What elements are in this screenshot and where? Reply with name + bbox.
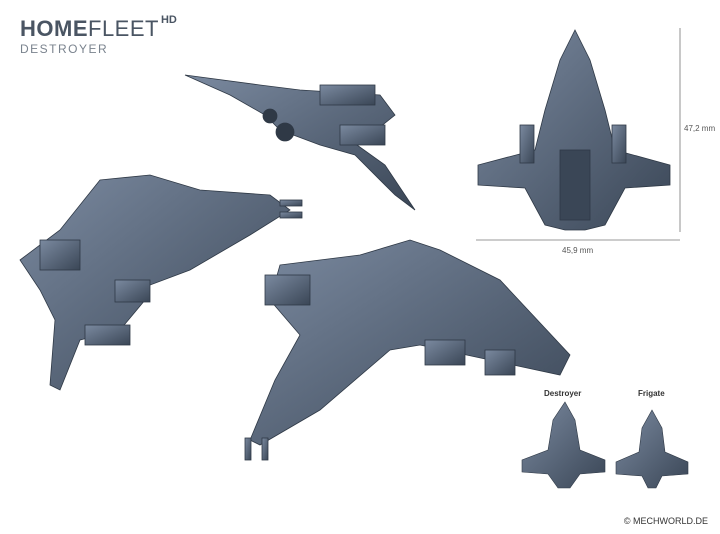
ship-class-title: DESTROYER xyxy=(20,42,109,56)
height-dimension-label: 47,2 mm xyxy=(684,124,716,133)
brand-home: HOME xyxy=(20,16,88,41)
comparison-frigate xyxy=(615,409,689,489)
comparison-label-frigate: Frigate xyxy=(638,389,665,398)
ship-view-top xyxy=(184,74,416,211)
width-dimension-label: 45,9 mm xyxy=(562,246,594,255)
comparison-label-destroyer: Destroyer xyxy=(544,389,582,398)
ship-view-left xyxy=(19,174,303,391)
brand-hd: HD xyxy=(160,14,177,26)
copyright-text: © MECHWORLD.DE xyxy=(623,516,708,526)
brand-fleet: FLEET xyxy=(88,16,159,41)
comparison-destroyer xyxy=(521,401,606,489)
ship-view-center xyxy=(244,239,571,461)
dimension-lines xyxy=(476,28,681,241)
ship-view-plan xyxy=(477,29,671,231)
